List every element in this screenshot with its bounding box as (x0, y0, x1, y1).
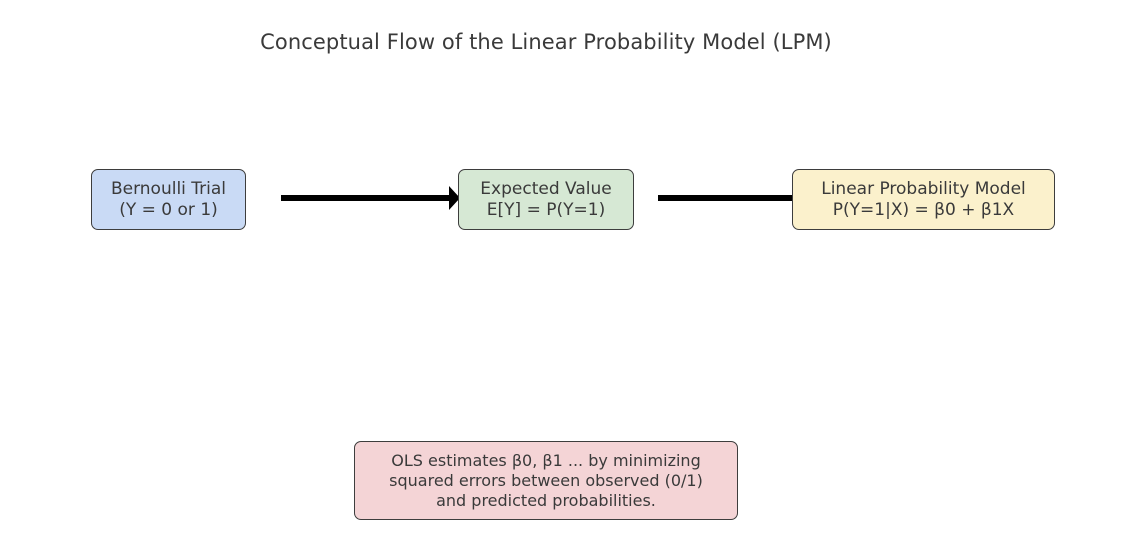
node-lpm-line1: Linear Probability Model (821, 178, 1026, 199)
node-bernoulli-line2: (Y = 0 or 1) (119, 199, 218, 220)
node-expected-value: Expected Value E[Y] = P(Y=1) (458, 169, 634, 230)
note-line1: OLS estimates β0, β1 ... by minimizing (391, 450, 701, 470)
node-expected-line1: Expected Value (480, 178, 612, 199)
node-linear-probability-model: Linear Probability Model P(Y=1|X) = β0 +… (792, 169, 1055, 230)
node-bernoulli-line1: Bernoulli Trial (110, 178, 227, 199)
diagram-title: Conceptual Flow of the Linear Probabilit… (260, 30, 832, 54)
node-lpm-line2: P(Y=1|X) = β0 + β1X (832, 199, 1015, 220)
note-ols-estimation: OLS estimates β0, β1 ... by minimizing s… (354, 441, 738, 520)
note-line3: and predicted probabilities. (436, 490, 656, 510)
note-line2: squared errors between observed (0/1) (389, 470, 703, 490)
arrowhead-bernoulli-to-expected (449, 186, 460, 210)
node-expected-line2: E[Y] = P(Y=1) (486, 199, 606, 220)
node-bernoulli-trial: Bernoulli Trial (Y = 0 or 1) (91, 169, 246, 230)
